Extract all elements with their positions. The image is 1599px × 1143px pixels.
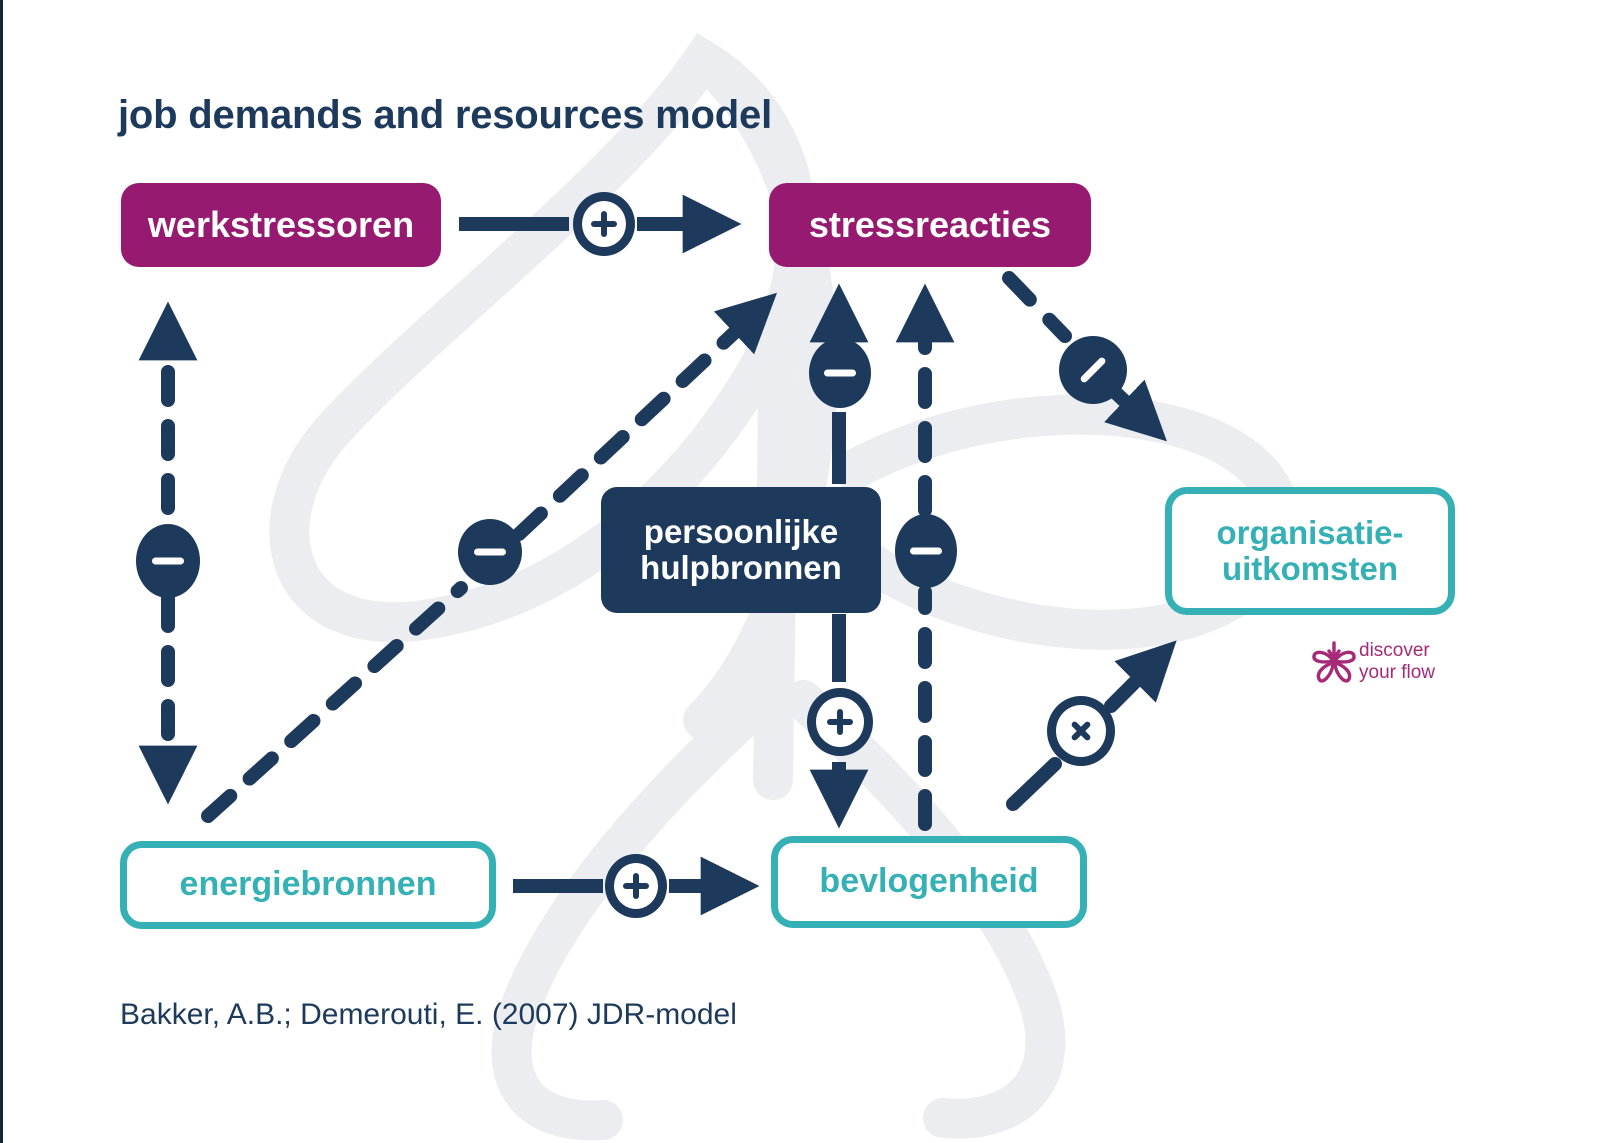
minus-icon xyxy=(910,547,942,555)
node-bevlogenheid[interactable]: bevlogenheid xyxy=(771,836,1087,928)
brand-logo-text: discover your flow xyxy=(1359,640,1435,684)
brand-logo-line1: discover xyxy=(1359,640,1430,661)
edge-badge-plus-persoonlijke-bevlogenheid xyxy=(807,688,873,756)
brand-logo: discover your flow xyxy=(1311,638,1471,694)
edge-badge-plus-energiebronnen-bevlogenheid xyxy=(605,854,667,918)
edge-badge-minus-energiebronnen-stressreacties xyxy=(458,519,522,585)
plus-icon xyxy=(827,709,853,735)
minus-icon xyxy=(474,548,506,556)
node-persoonlijke-hulpbronnen[interactable]: persoonlijke hulpbronnen xyxy=(601,487,881,613)
minus-icon xyxy=(824,369,856,377)
node-bevlogenheid-label: bevlogenheid xyxy=(819,862,1039,901)
node-persoonlijke-hulpbronnen-label-line2: hulpbronnen xyxy=(640,549,842,586)
edge-badge-minus-persoonlijke-stressreacties xyxy=(809,338,871,408)
node-werkstressoren-label: werkstressoren xyxy=(147,204,415,246)
page-title: job demands and resources model xyxy=(118,93,772,137)
edge-badge-multiply-bevlogenheid-organisatie xyxy=(1047,696,1115,766)
node-energiebronnen[interactable]: energiebronnen xyxy=(120,841,496,929)
minus-icon xyxy=(1080,357,1106,383)
brand-logo-line2: your flow xyxy=(1359,661,1436,683)
edge-badge-minus-werkstressoren-energiebronnen xyxy=(136,524,200,598)
edge-badge-minus-stressreacties-organisatie xyxy=(1059,336,1127,404)
node-stressreacties[interactable]: stressreacties xyxy=(769,183,1091,267)
flower-icon xyxy=(1312,641,1356,683)
node-organisatie-uitkomsten[interactable]: organisatie- uitkomsten xyxy=(1165,487,1455,615)
source-caption: Bakker, A.B.; Demerouti, E. (2007) JDR-m… xyxy=(120,998,737,1031)
node-organisatie-uitkomsten-label-line2: uitkomsten xyxy=(1221,550,1399,587)
plus-icon xyxy=(623,873,649,899)
node-energiebronnen-label: energiebronnen xyxy=(179,865,437,904)
minus-icon xyxy=(152,557,184,565)
edge-badge-minus-bevlogenheid-stressreacties xyxy=(895,514,957,588)
node-werkstressoren[interactable]: werkstressoren xyxy=(121,183,441,267)
node-persoonlijke-hulpbronnen-label-line1: persoonlijke xyxy=(643,512,839,550)
edge-badge-plus-werkstressoren-stressreacties xyxy=(573,192,635,256)
plus-icon xyxy=(591,211,617,237)
node-organisatie-uitkomsten-label-line1: organisatie- xyxy=(1216,513,1404,551)
node-stressreacties-label: stressreacties xyxy=(808,204,1052,246)
close-icon xyxy=(1071,721,1091,741)
